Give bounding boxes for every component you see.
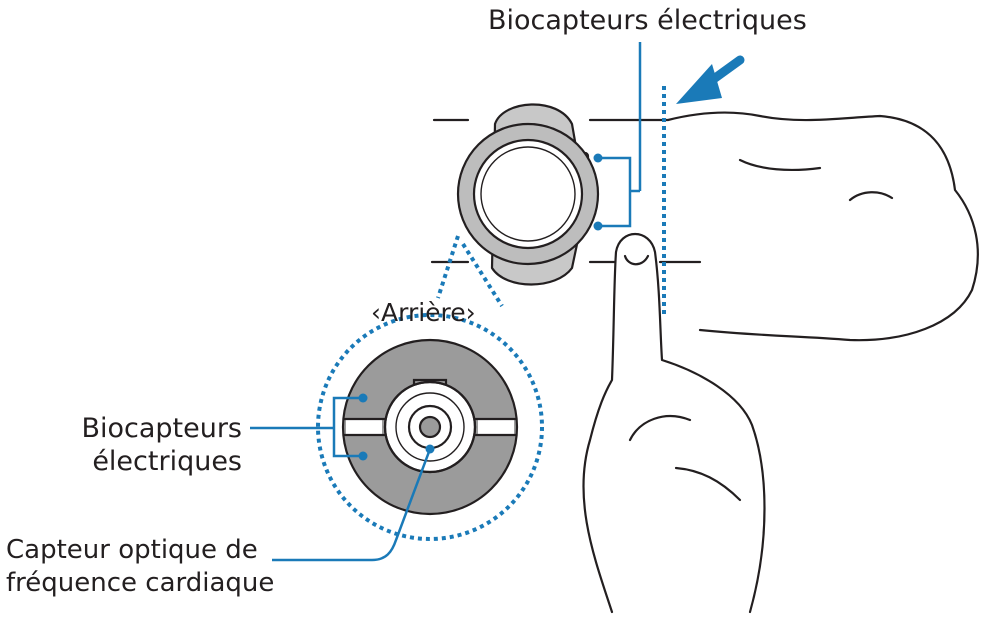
left-callout-dot-top <box>358 393 368 403</box>
watch-illustration <box>456 103 600 286</box>
left-label-line1: Biocapteurs <box>81 413 242 444</box>
optical-callout-dot <box>425 444 435 454</box>
optical-label-line1: Capteur optique de <box>6 535 258 565</box>
optical-label-line2: fréquence cardiaque <box>6 568 275 598</box>
back-view-label: ‹Arrière› <box>371 298 476 327</box>
zoom-circle <box>316 313 544 541</box>
hand-illustration <box>582 233 766 614</box>
optical-heart-rate-sensor-label: Capteur optique de fréquence cardiaque <box>6 534 274 600</box>
left-label-line2: électriques <box>92 446 242 477</box>
optical-sensor-callout <box>272 448 432 562</box>
wrist-illustration <box>430 111 979 342</box>
top-electrical-biosensors-label: Biocapteurs électriques <box>488 5 807 36</box>
top-callout-dot <box>593 153 603 163</box>
left-electrical-biosensors-label: Biocapteurs électriques <box>81 412 242 478</box>
watch-back-view <box>316 313 544 541</box>
top-electrode-callout <box>599 42 642 228</box>
zoom-connector <box>436 235 504 308</box>
arrow-icon <box>676 55 745 104</box>
left-callout-dot-bottom <box>358 451 368 461</box>
left-electrode-callout <box>250 396 362 458</box>
bottom-callout-dot <box>593 221 603 231</box>
